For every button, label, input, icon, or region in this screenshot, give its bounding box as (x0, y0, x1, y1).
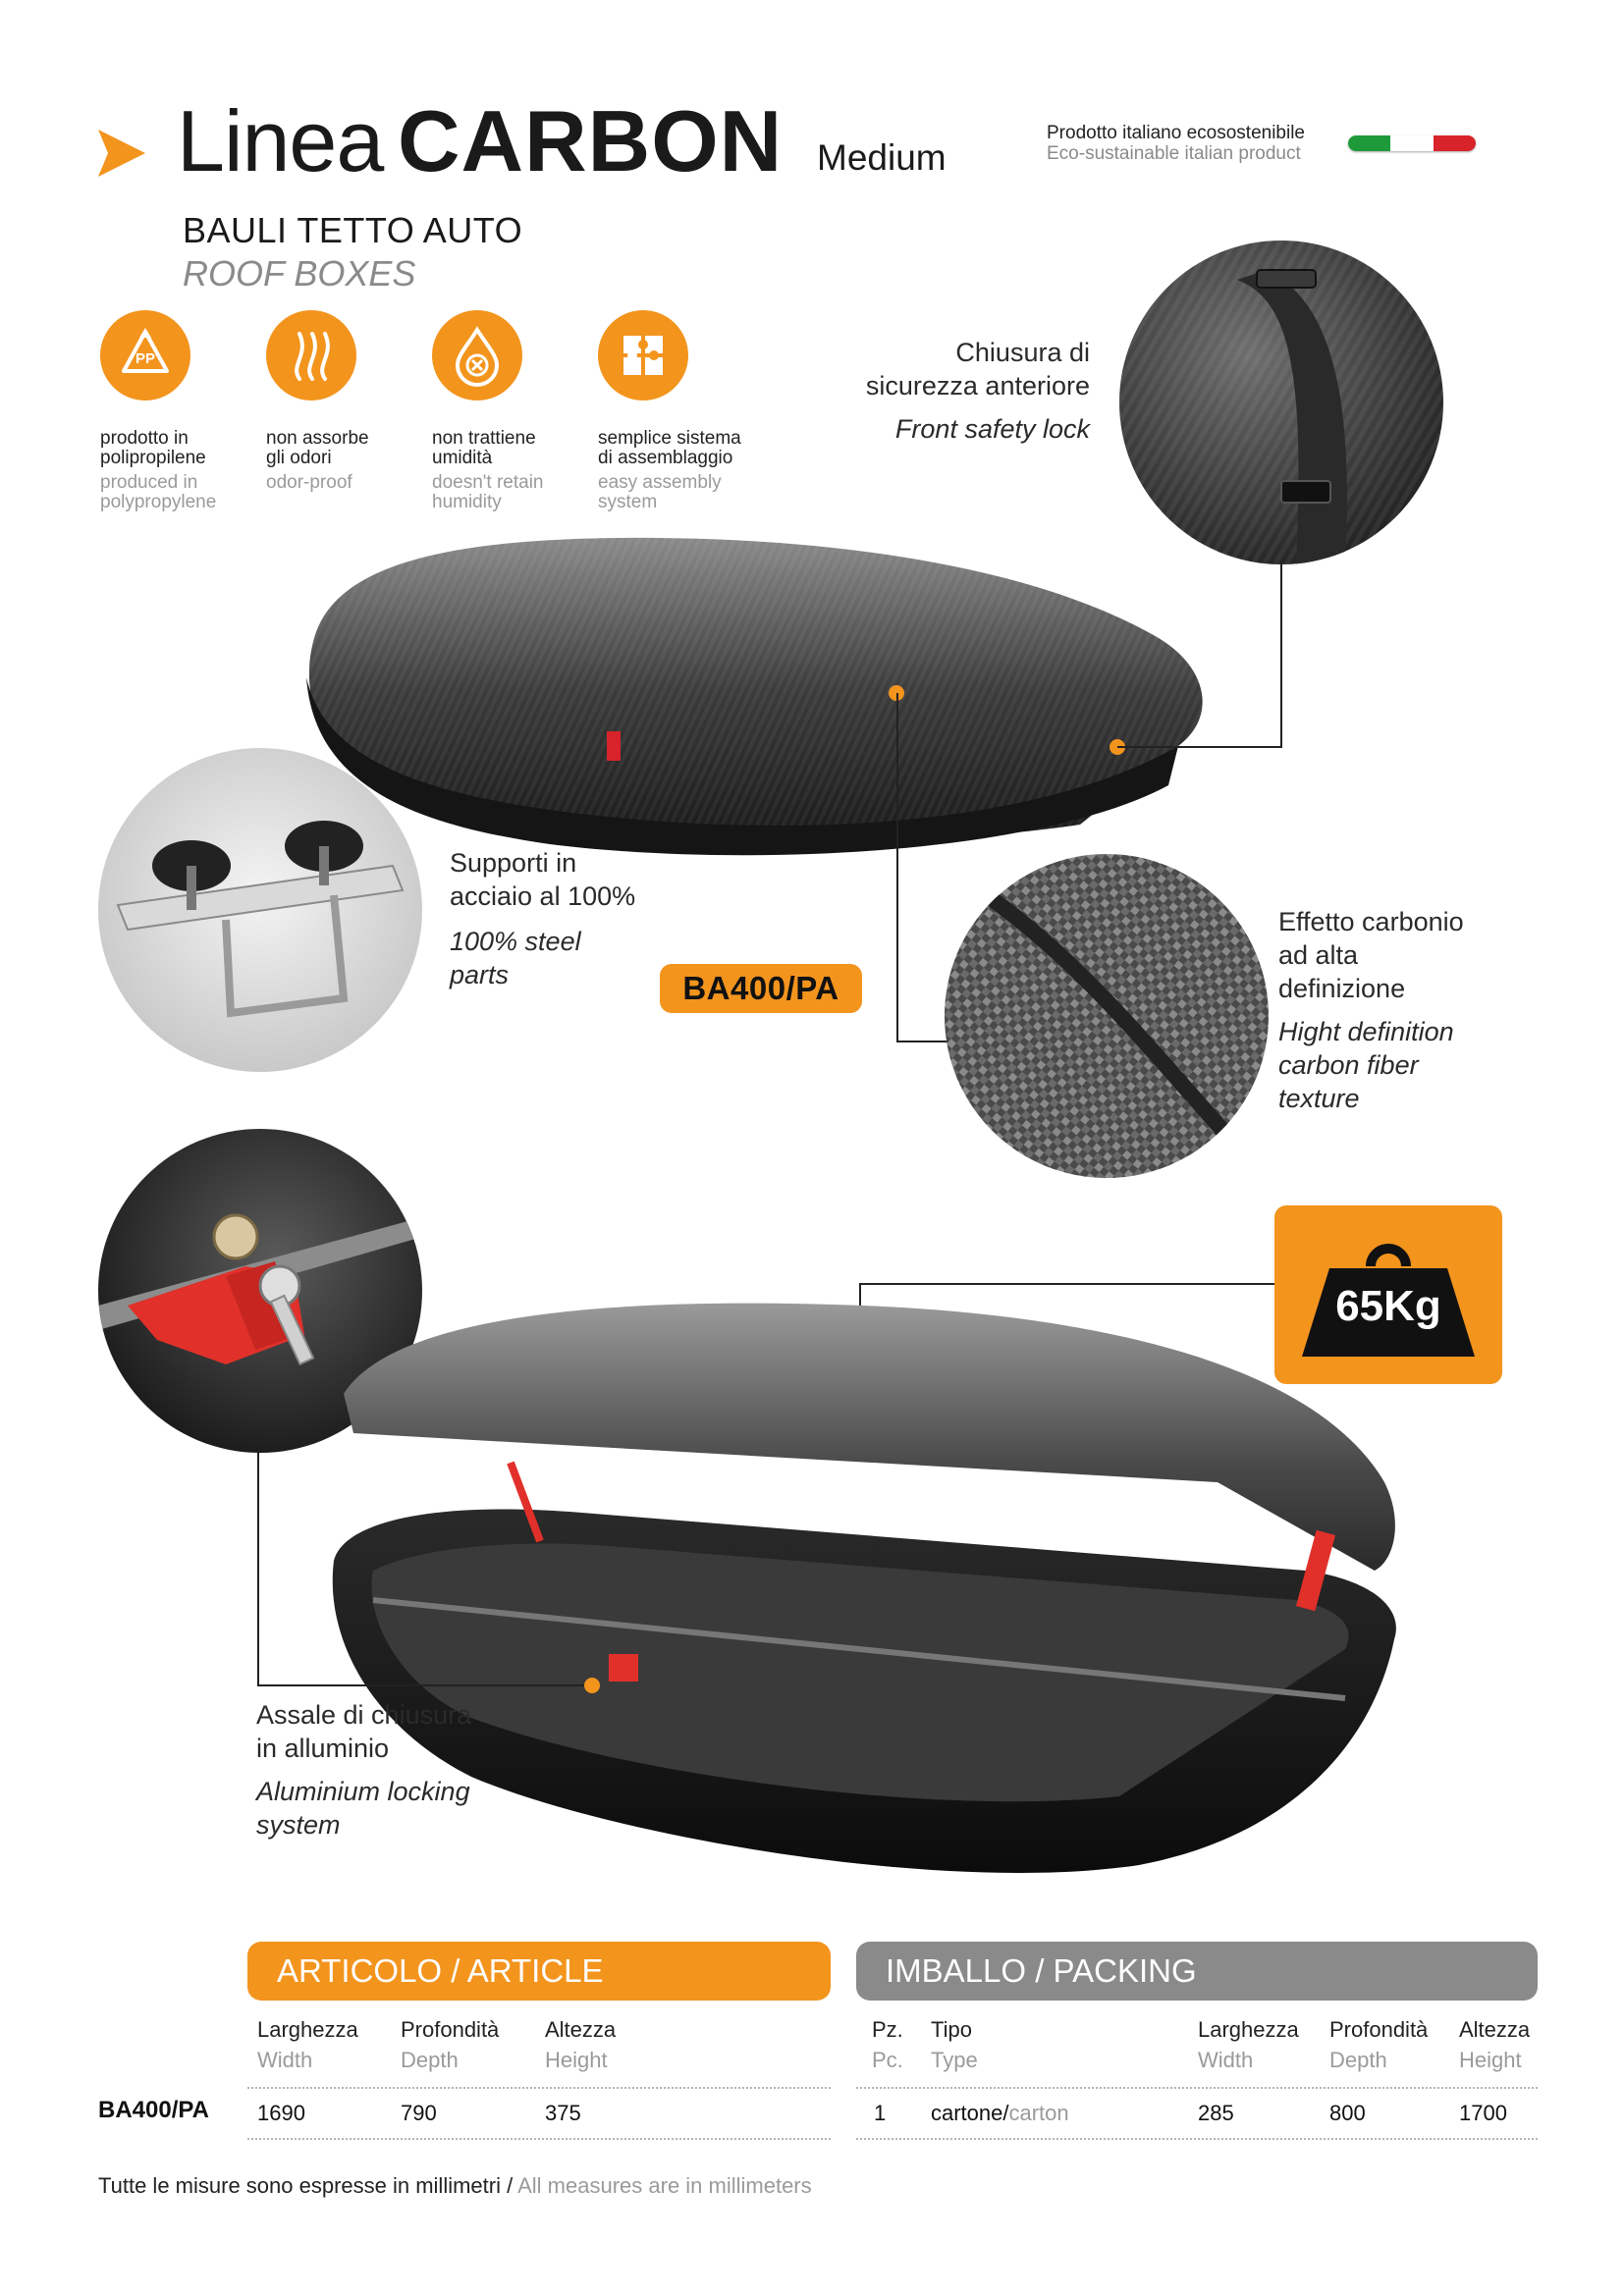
value-pc: 1 (874, 2101, 887, 2125)
value-depth: 790 (401, 2101, 437, 2125)
col-pc-en: Pc. (872, 2048, 903, 2072)
subtitle-it: BAULI TETTO AUTO (183, 210, 523, 250)
recycle-pp-icon: PP (100, 310, 190, 400)
row-label-model: BA400/PA (98, 2097, 209, 2123)
col-height-en: Height (545, 2048, 608, 2072)
model-code-badge: BA400/PA (660, 964, 862, 1013)
col-type-en: Type (931, 2048, 978, 2072)
feature-label-en: doesn't retain humidity (432, 472, 544, 512)
eco-label-it: Prodotto italiano ecosostenibile (1047, 123, 1306, 143)
puzzle-icon (598, 310, 688, 400)
footer-note: Tutte le misure sono espresse in millime… (98, 2173, 812, 2198)
leader-line (257, 1684, 591, 1686)
leader-line (859, 1283, 1276, 1285)
feature-label-it: prodotto in polipropilene (100, 428, 206, 468)
value-height: 1700 (1459, 2101, 1507, 2125)
leader-line (896, 693, 898, 1042)
feature-label-it: non trattiene umidità (432, 428, 536, 468)
italian-flag-icon (1348, 135, 1476, 151)
col-width-en: Width (1198, 2048, 1254, 2072)
callout-carbon-en: Hight definition carbon fiber texture (1278, 1017, 1454, 1113)
leader-line (257, 1451, 259, 1686)
max-load-badge: 65Kg (1274, 1205, 1502, 1384)
callout-supports-it: Supporti in acciaio al 100% (450, 848, 636, 911)
max-load-value: 65Kg (1335, 1282, 1441, 1330)
feature-label-it: non assorbe gli odori (266, 428, 369, 468)
col-height-it: Altezza (1459, 2017, 1531, 2042)
divider (247, 2087, 831, 2089)
feature-label-en: easy assembly system (598, 472, 722, 512)
callout-axle-en: Aluminium locking system (256, 1777, 470, 1840)
leader-line (896, 1041, 953, 1042)
callout-carbon-it: Effetto carbonio ad alta definizione (1278, 907, 1464, 1003)
article-table-header: ARTICOLO / ARTICLE (247, 1942, 831, 2001)
divider (856, 2138, 1538, 2140)
leader-line (1280, 564, 1282, 748)
chevron-right-icon (98, 130, 145, 177)
col-width-it: Larghezza (257, 2017, 358, 2042)
col-type-it: Tipo (931, 2017, 972, 2042)
subtitle-en: ROOF BOXES (183, 253, 416, 294)
col-height-it: Altezza (545, 2017, 617, 2042)
humidity-icon (432, 310, 522, 400)
roof-box-open-photo (332, 1303, 1396, 1873)
steel-supports-photo (98, 748, 422, 1072)
title-size: Medium (817, 137, 947, 178)
weight-icon (1302, 1244, 1475, 1357)
divider (247, 2138, 831, 2140)
packing-table-header: IMBALLO / PACKING (856, 1942, 1538, 2001)
callout-axle-it: Assale di chiusura in alluminio (256, 1700, 472, 1763)
key-lock-photo (98, 1129, 422, 1453)
col-depth-it: Profondità (1329, 2017, 1429, 2042)
col-depth-en: Depth (1329, 2048, 1387, 2072)
value-width: 1690 (257, 2101, 305, 2125)
feature-label-it: semplice sistema di assemblaggio (598, 428, 741, 468)
odor-icon (266, 310, 356, 400)
title-linea: Linea (177, 92, 384, 189)
value-depth: 800 (1329, 2101, 1366, 2125)
col-depth-it: Profondità (401, 2017, 500, 2042)
roof-box-closed-photo (306, 537, 1203, 856)
divider (856, 2087, 1538, 2089)
value-type: cartone/carton (931, 2101, 1069, 2125)
callout-dot (584, 1678, 600, 1693)
eco-label-en: Eco-sustainable italian product (1047, 143, 1301, 164)
col-width-en: Width (257, 2048, 313, 2072)
col-pc-it: Pz. (872, 2017, 903, 2042)
callout-lock-en: Front safety lock (894, 414, 1090, 444)
feature-label-en: produced in polypropylene (100, 472, 217, 512)
value-width: 285 (1198, 2101, 1234, 2125)
front-lock-photo (1119, 240, 1443, 564)
value-height: 375 (545, 2101, 581, 2125)
leader-line (1117, 746, 1282, 748)
callout-supports-en: 100% steel parts (450, 927, 581, 989)
col-width-it: Larghezza (1198, 2017, 1299, 2042)
title-carbon: CARBON (398, 92, 784, 189)
col-depth-en: Depth (401, 2048, 459, 2072)
carbon-texture-photo (945, 854, 1269, 1178)
feature-label-en: odor-proof (266, 472, 352, 493)
col-height-en: Height (1459, 2048, 1522, 2072)
callout-lock-it: Chiusura di sicurezza anteriore (865, 338, 1090, 400)
svg-text:PP: PP (135, 350, 155, 367)
